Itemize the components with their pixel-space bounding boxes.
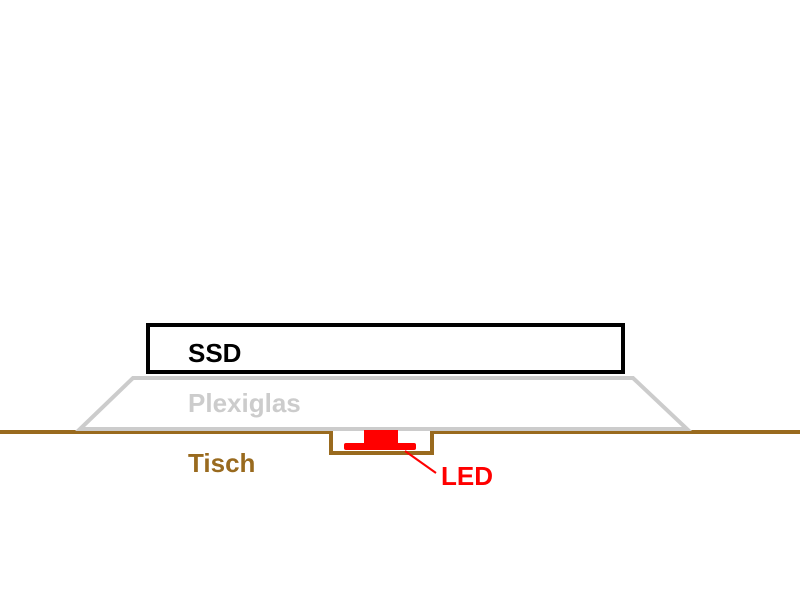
table-label: Tisch — [188, 448, 255, 478]
led-label: LED — [441, 461, 493, 491]
led-body — [364, 430, 398, 444]
ssd-label: SSD — [188, 338, 241, 368]
ssd-box — [146, 323, 625, 374]
led-pointer-line — [404, 450, 437, 474]
led-base — [344, 443, 416, 450]
plexiglas-label: Plexiglas — [188, 388, 301, 418]
plexiglas-plate — [75, 376, 693, 431]
table-surface — [0, 430, 800, 455]
